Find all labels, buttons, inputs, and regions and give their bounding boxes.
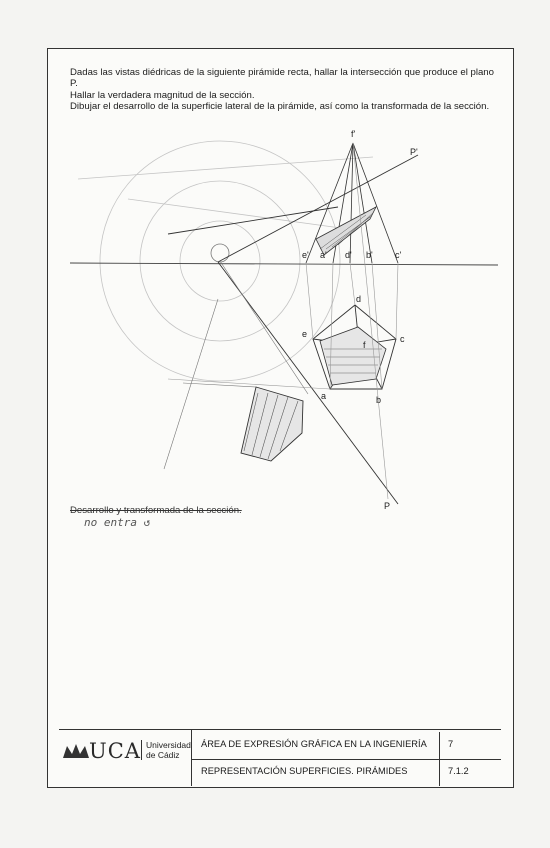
drawing-sheet: Dadas las vistas diédricas de la siguien…	[47, 48, 514, 788]
label-p: P	[384, 501, 391, 511]
construction-arcs	[77, 140, 374, 382]
label-a-prime: a'	[320, 250, 327, 260]
label-b: b	[376, 395, 382, 405]
label-d-prime: d'	[345, 250, 352, 260]
university-line-1: Universidad	[146, 740, 191, 750]
label-e: e	[302, 329, 308, 339]
label-a: a	[321, 391, 327, 401]
rotation-lines	[163, 260, 309, 470]
ground-line	[69, 262, 499, 266]
section-hatch-elevation	[319, 211, 375, 250]
label-b-prime: b'	[366, 250, 373, 260]
section-hatch-plan	[324, 348, 382, 374]
title-block: UCA Universidad de Cádiz ÁREA DE EXPRESI…	[59, 729, 501, 786]
sheet-number-cell: 7	[439, 732, 502, 759]
problem-statement: Dadas las vistas diédricas de la siguien…	[70, 67, 500, 113]
department-name: ÁREA DE EXPRESIÓN GRÁFICA EN LA INGENIER…	[201, 739, 427, 749]
crown-icon	[63, 744, 89, 758]
geometry-drawing	[69, 140, 499, 505]
label-f-prime: f'	[351, 129, 356, 139]
subject-name: REPRESENTACIÓN SUPERFICIES. PIRÁMIDES	[201, 766, 408, 776]
sheet-code-cell: 7.1.2	[439, 759, 502, 786]
sheet-number: 7	[448, 739, 454, 749]
label-p-prime: P'	[410, 147, 418, 157]
title-row-department: ÁREA DE EXPRESIÓN GRÁFICA EN LA INGENIER…	[191, 732, 501, 760]
university-name: Universidad de Cádiz	[141, 740, 191, 760]
statement-line-2: Hallar la verdadera magnitud de la secci…	[70, 89, 255, 101]
label-f: f	[363, 340, 366, 350]
handwritten-note: no entra ↺	[84, 516, 151, 529]
development-heading-struck: Desarrollo y transformada de la sección.	[70, 505, 242, 516]
label-c-prime: c'	[395, 250, 402, 260]
true-magnitude-hatch	[243, 392, 299, 460]
title-row-subject: REPRESENTACIÓN SUPERFICIES. PIRÁMIDES 7.…	[191, 759, 501, 786]
statement-line-1: Dadas las vistas diédricas de la siguien…	[70, 67, 494, 90]
sheet-code: 7.1.2	[448, 766, 469, 776]
university-logo: UCA Universidad de Cádiz	[59, 730, 192, 786]
projection-lines	[167, 142, 399, 500]
plane-p-traces	[167, 154, 419, 505]
logo-text: UCA	[89, 739, 141, 763]
label-c: c	[400, 334, 405, 344]
university-line-2: de Cádiz	[146, 750, 180, 760]
label-d: d	[356, 294, 362, 304]
statement-line-3: Dibujar el desarrollo de la superficie l…	[70, 101, 490, 113]
true-magnitude-section	[240, 386, 304, 462]
label-e-prime: e'	[302, 250, 309, 260]
